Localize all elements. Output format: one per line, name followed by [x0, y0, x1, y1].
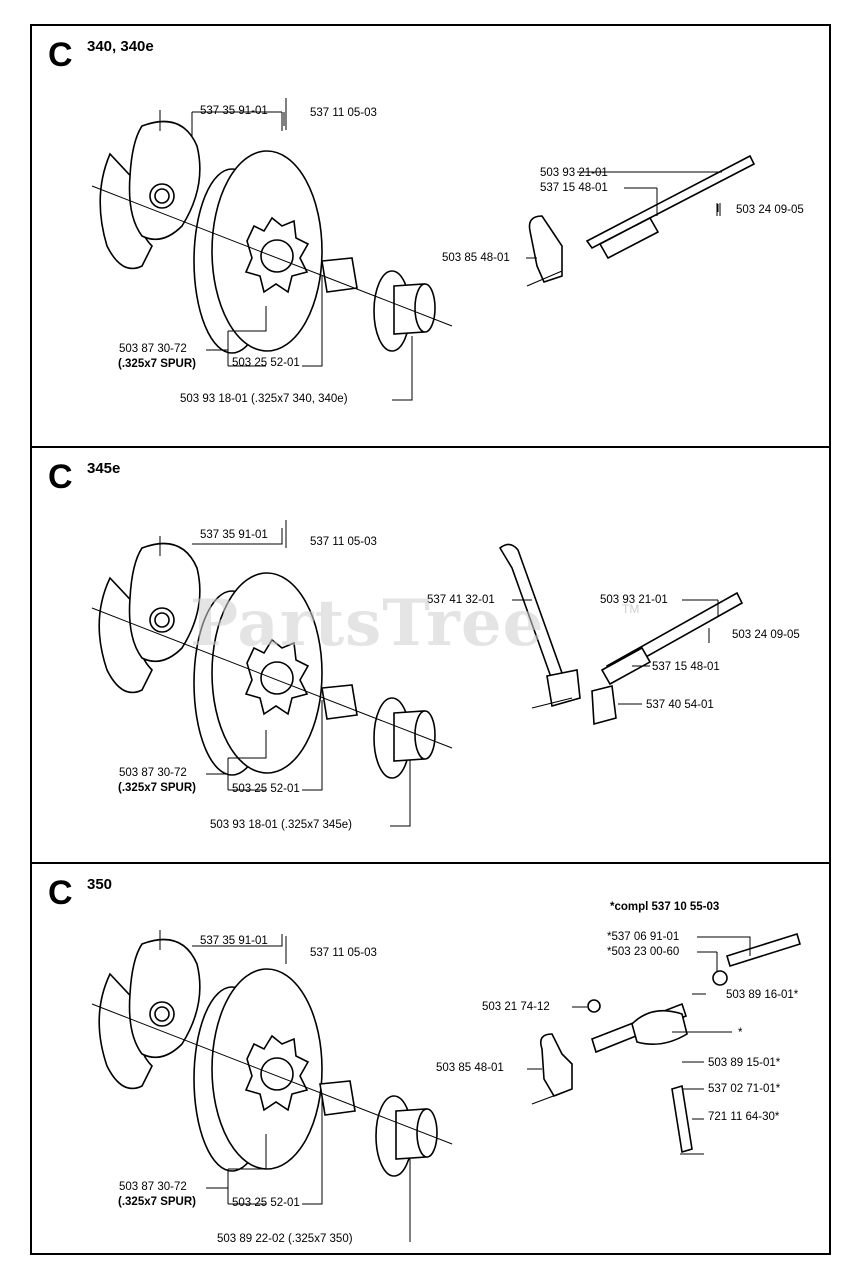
label-503-87-30-72: 503 87 30-72 — [119, 343, 187, 355]
washer-503-23-00-60 — [712, 970, 728, 986]
rim-hub — [414, 283, 436, 333]
label-drum-spec: (.325x7 SPUR) — [118, 782, 196, 794]
section-letter: C — [48, 36, 73, 74]
block-537-40-54-01 — [591, 685, 617, 726]
model-label: 345e — [87, 460, 121, 477]
oil-block-503-85-48-01 — [539, 1033, 573, 1097]
label-537-41-32-01: 537 41 32-01 — [427, 594, 495, 606]
model-label: 350 — [87, 876, 113, 893]
needle-bearing — [321, 257, 358, 293]
clutch-hub — [128, 542, 201, 663]
screw-503-21-74-12 — [587, 999, 601, 1013]
label-537-15-48-01: 537 15 48-01 — [540, 182, 608, 194]
clutch-assembly-illustration — [91, 520, 744, 827]
label-537-35-91-01: 537 35 91-01 — [200, 105, 268, 117]
shaft-537-06-91-01 — [726, 932, 801, 968]
label-537-35-91-01: 537 35 91-01 — [200, 935, 268, 947]
shaft-sleeve — [600, 646, 652, 686]
adjuster-shaft — [585, 154, 756, 250]
label-asterisk: * — [738, 1027, 743, 1039]
clutch-assembly-illustration — [91, 930, 801, 1242]
arm-base — [546, 669, 581, 708]
label-537-11-05-03: 537 11 05-03 — [310, 947, 377, 959]
needle-bearing — [319, 1080, 356, 1116]
label-503-93-21-01: 503 93 21-01 — [600, 594, 668, 606]
label-503-89-16-01: 503 89 16-01* — [726, 989, 799, 1001]
label-537-11-05-03: 537 11 05-03 — [310, 536, 377, 548]
label-537-40-54-01: 537 40 54-01 — [646, 699, 714, 711]
clutch-hub — [128, 938, 201, 1059]
section-letter: C — [48, 874, 73, 912]
clutch-assembly-illustration — [91, 98, 756, 401]
label-503-25-52-01: 503 25 52-01 — [232, 357, 300, 369]
label-503-25-52-01: 503 25 52-01 — [232, 1197, 300, 1209]
label-drum-spec: (.325x7 SPUR) — [118, 1196, 196, 1208]
label-compl-537-10-55-03: *compl 537 10 55-03 — [610, 901, 720, 913]
label-503-93-21-01: 503 93 21-01 — [540, 167, 608, 179]
partstree-watermark: PartsTree — [190, 586, 545, 661]
trademark-symbol: TM — [622, 602, 640, 616]
label-503-24-09-05: 503 24 09-05 — [736, 204, 804, 216]
label-503-87-30-72: 503 87 30-72 — [119, 767, 187, 779]
label-537-11-05-03: 537 11 05-03 — [310, 107, 377, 119]
label-503-21-74-12: 503 21 74-12 — [482, 1001, 550, 1013]
oil-block-503-85-48-01 — [528, 215, 563, 283]
model-label: 340, 340e — [87, 38, 154, 55]
label-503-93-18-01: 503 93 18-01 (.325x7 345e) — [210, 819, 352, 831]
label-drum-spec: (.325x7 SPUR) — [118, 358, 196, 370]
label-503-89-22-02: 503 89 22-02 (.325x7 350) — [217, 1233, 353, 1245]
label-721-11-64-30: 721 11 64-30* — [708, 1111, 780, 1123]
label-537-15-48-01: 537 15 48-01 — [652, 661, 720, 673]
label-503-25-52-01: 503 25 52-01 — [232, 783, 300, 795]
section-letter: C — [48, 458, 73, 496]
label-503-85-48-01: 503 85 48-01 — [442, 252, 510, 264]
label-537-06-91-01: *537 06 91-01 — [607, 931, 680, 943]
panel-345e: C 345e — [32, 448, 829, 864]
label-537-35-91-01: 537 35 91-01 — [200, 529, 268, 541]
pump-piston — [671, 1084, 693, 1154]
label-503-24-09-05: 503 24 09-05 — [732, 629, 800, 641]
panel-350: C 350 — [32, 864, 829, 1253]
label-537-02-71-01: 537 02 71-01* — [708, 1083, 781, 1095]
label-503-93-18-01: 503 93 18-01 (.325x7 340, 340e) — [180, 393, 348, 405]
label-503-23-00-60: *503 23 00-60 — [607, 946, 680, 958]
label-503-89-15-01: 503 89 15-01* — [708, 1057, 781, 1069]
panel-340: C 340, 340e — [32, 26, 829, 448]
diagram-frame: C 340, 340e — [30, 24, 831, 1255]
clutch-hub — [128, 120, 201, 241]
needle-bearing — [321, 684, 358, 720]
pump-housing — [631, 1009, 688, 1045]
label-503-85-48-01: 503 85 48-01 — [436, 1062, 504, 1074]
label-503-87-30-72: 503 87 30-72 — [119, 1181, 187, 1193]
shaft-sleeve — [598, 216, 660, 260]
